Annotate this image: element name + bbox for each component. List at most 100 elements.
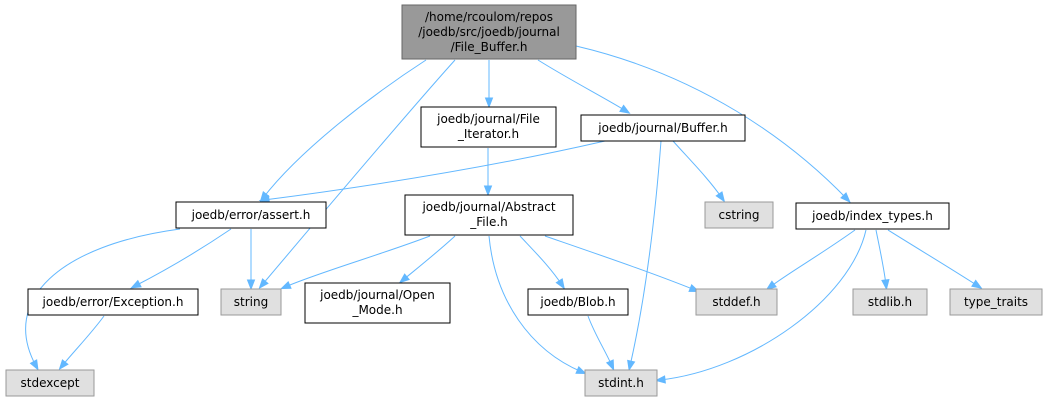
edge-blob-to-stdint — [587, 315, 615, 371]
edge-root-to-index-types — [575, 45, 851, 203]
edge-index-types-to-stdint — [654, 229, 867, 384]
edge-line — [875, 229, 887, 286]
edge-line — [672, 140, 723, 199]
edge-line — [262, 59, 427, 199]
edge-arrowhead — [130, 279, 142, 289]
node-label-line: string — [234, 295, 268, 309]
node-string[interactable]: string — [220, 288, 282, 316]
node-label-line: _File.h — [469, 215, 508, 229]
edge-buffer-to-stdint — [627, 140, 662, 372]
node-box — [949, 288, 1043, 316]
node-type-traits[interactable]: type_traits — [949, 288, 1043, 316]
edge-line — [263, 140, 606, 201]
node-stdexcept[interactable]: stdexcept — [5, 369, 95, 397]
edge-line — [587, 315, 613, 367]
node-file-iterator-h[interactable]: joedb/journal/File _Iterator.h — [420, 106, 557, 148]
edge-assert-to-exception — [130, 228, 232, 289]
node-label-line: _Mode.h — [351, 303, 402, 317]
node-label-line: /File_Buffer.h — [451, 40, 528, 54]
edge-file-iterator-to-abstract-file — [483, 148, 493, 197]
node-box — [580, 114, 746, 142]
node-box — [220, 288, 282, 316]
node-stdlib-h[interactable]: stdlib.h — [852, 288, 928, 316]
node-abstract-file-h[interactable]: joedb/journal/Abstract _File.h — [404, 194, 574, 236]
node-label-line: joedb/error/assert.h — [191, 208, 311, 222]
node-label-line: stdint.h — [598, 376, 644, 390]
edge-buffer-to-cstring — [672, 140, 726, 203]
node-label-line: joedb/journal/Open — [319, 288, 435, 302]
node-box — [5, 369, 95, 397]
node-label-line: /home/rcoulom/repos — [425, 10, 553, 24]
edge-line — [284, 235, 431, 288]
edge-arrowhead — [627, 359, 636, 372]
node-exception-h[interactable]: joedb/error/Exception.h — [27, 288, 199, 316]
edge-arrowhead — [398, 273, 410, 284]
node-box — [420, 106, 557, 148]
node-open-mode-h[interactable]: joedb/journal/Open _Mode.h — [304, 282, 451, 324]
edge-line — [769, 229, 856, 288]
node-label-line: joedb/index_types.h — [811, 209, 933, 223]
edge-abstract-file-to-stddef — [544, 235, 700, 292]
node-label-line: type_traits — [964, 295, 1028, 309]
edge-line — [134, 228, 232, 287]
edge-root-to-buffer — [537, 59, 631, 114]
edge-arrowhead — [619, 104, 631, 114]
node-stdint-h[interactable]: stdint.h — [584, 369, 658, 397]
edge-line — [537, 59, 627, 112]
edge-arrowhead — [881, 279, 890, 291]
node-box — [584, 369, 658, 397]
edge-arrowhead — [715, 191, 726, 203]
node-index-types-h[interactable]: joedb/index_types.h — [795, 202, 950, 230]
edge-arrowhead — [58, 359, 69, 371]
edge-line — [519, 235, 563, 286]
node-buffer-h[interactable]: joedb/journal/Buffer.h — [580, 114, 746, 142]
edge-root-to-string — [258, 59, 456, 290]
edge-root-to-file-iterator — [484, 60, 494, 109]
node-label-line: joedb/Blob.h — [539, 295, 615, 309]
node-label-line: joedb/journal/Buffer.h — [597, 121, 727, 135]
node-assert-h[interactable]: joedb/error/assert.h — [175, 201, 327, 229]
node-label-line: /joedb/src/joedb/journal — [418, 25, 560, 39]
edge-abstract-file-to-blob — [519, 235, 565, 290]
edge-arrowhead — [483, 185, 493, 197]
edge-index-types-to-stddef — [765, 229, 856, 291]
edge-line — [488, 235, 583, 373]
node-box — [852, 288, 928, 316]
node-label-line: joedb/journal/File — [436, 112, 540, 126]
edge-arrowhead — [765, 280, 777, 291]
edge-assert-to-stdexcept — [25, 228, 181, 371]
edge-arrowhead — [605, 359, 615, 371]
edge-arrowhead — [654, 375, 666, 384]
edge-index-types-to-type-traits — [887, 229, 983, 289]
node-label-line: cstring — [718, 208, 759, 222]
edge-arrowhead — [258, 278, 269, 290]
node-box — [27, 288, 199, 316]
edge-arrowhead — [555, 278, 565, 290]
edge-arrowhead — [484, 97, 494, 109]
edge-arrowhead — [246, 279, 256, 291]
node-cstring[interactable]: cstring — [704, 201, 774, 229]
node-blob-h[interactable]: joedb/Blob.h — [527, 288, 629, 316]
edge-line — [402, 235, 456, 281]
node-box — [304, 282, 451, 324]
edge-assert-to-string — [246, 229, 256, 291]
node-root-file-buffer-h[interactable]: /home/rcoulom/repos /joedb/src/joedb/jou… — [401, 4, 577, 60]
edge-line — [544, 235, 696, 291]
edge-line — [629, 140, 662, 367]
edge-arrowhead — [971, 279, 983, 289]
node-box — [175, 201, 327, 229]
edge-line — [575, 45, 848, 200]
node-label-line: joedb/journal/Abstract — [421, 200, 555, 214]
edge-arrowhead — [840, 192, 851, 203]
node-box — [795, 202, 950, 230]
edge-line — [261, 59, 456, 286]
edge-abstract-file-to-open-mode — [398, 235, 456, 284]
node-label-line: joedb/error/Exception.h — [42, 295, 184, 309]
edge-abstract-file-to-stdint — [488, 235, 587, 375]
node-stddef-h[interactable]: stddef.h — [695, 288, 778, 316]
edge-exception-to-stdexcept — [58, 315, 105, 371]
node-box — [704, 201, 774, 229]
edge-line — [887, 229, 979, 287]
node-box — [401, 4, 577, 60]
edge-line — [659, 229, 867, 381]
